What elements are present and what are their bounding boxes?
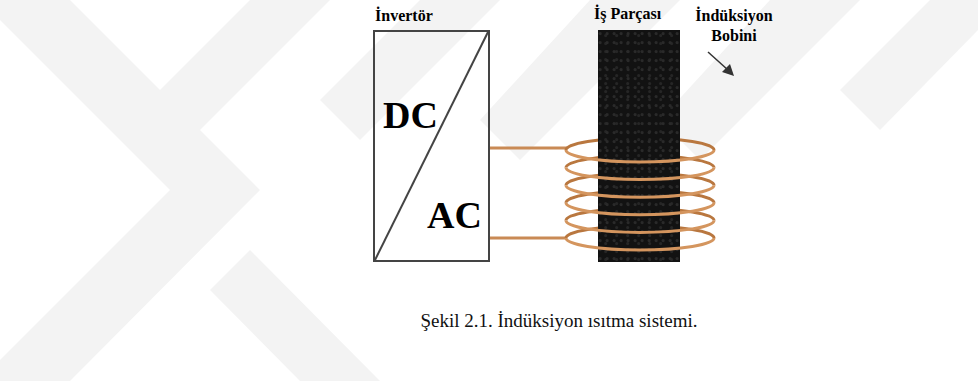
- coil-turn-front: [566, 168, 714, 180]
- coil-front: [530, 130, 730, 270]
- inverter-diagonal: [375, 32, 488, 260]
- workpiece: İş Parçası: [598, 30, 680, 262]
- coil-wires: [490, 148, 567, 238]
- coil-turn-front: [566, 203, 714, 215]
- coil-turn-front: [566, 220, 714, 232]
- inverter-box: İnvertörDCAC: [373, 30, 490, 262]
- coil-pointer-arrow: [708, 52, 734, 76]
- coil-turn-front: [566, 238, 714, 250]
- coil-turn-front: [566, 185, 714, 197]
- inverter-title: İnvertör: [375, 7, 433, 25]
- workpiece-title: İş Parçası: [594, 5, 661, 23]
- figure-caption: Şekil 2.1. İndüksiyon ısıtma sistemi.: [0, 310, 978, 332]
- dc-label: DC: [383, 94, 438, 138]
- coil-turn-front: [566, 150, 714, 162]
- ac-label: AC: [427, 194, 482, 238]
- coil-label: İndüksiyon Bobini: [684, 6, 784, 46]
